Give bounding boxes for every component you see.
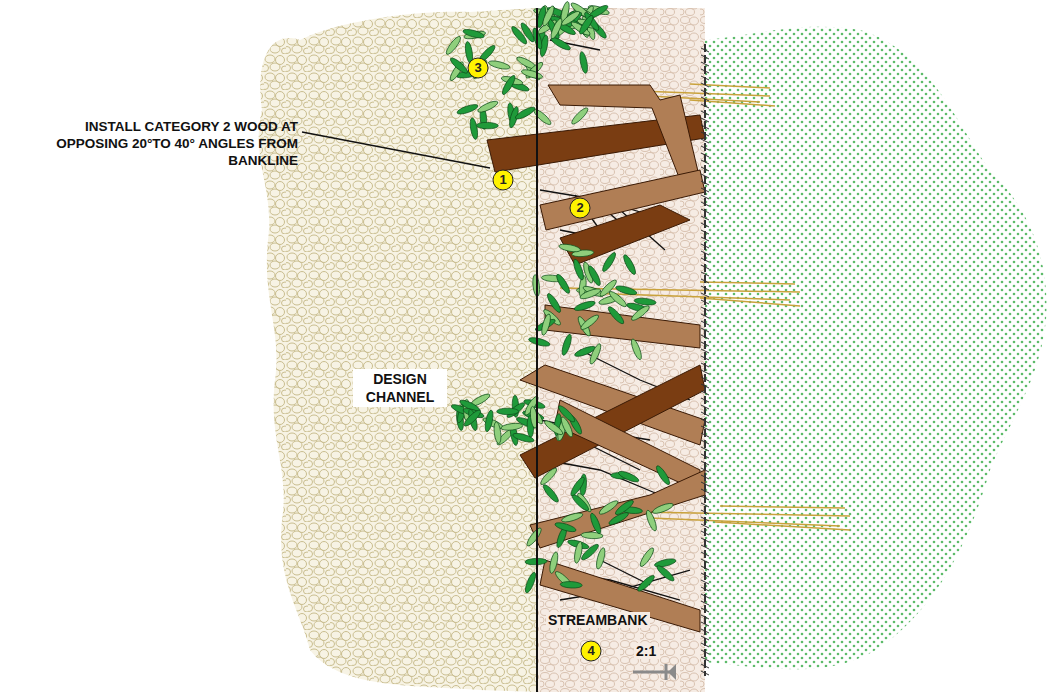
willow-leaf	[469, 117, 479, 140]
willow-leaf	[500, 74, 517, 96]
willow-leaf	[560, 581, 582, 589]
willow-leaf	[572, 258, 586, 281]
willow-leaf	[586, 264, 602, 286]
willow-leaf	[588, 343, 603, 366]
willow-leaf	[589, 512, 603, 535]
willow-leaf	[462, 28, 485, 40]
willow-leaf	[444, 35, 462, 56]
willow-leaf	[617, 469, 640, 483]
willow-leaf	[523, 571, 537, 594]
willow-leaf	[497, 408, 519, 414]
willow-leaf	[560, 333, 573, 356]
callout-number: 4	[581, 644, 601, 658]
willow-leaf	[573, 541, 583, 564]
willow-leaf	[540, 313, 552, 336]
willow-leaf	[579, 313, 600, 332]
willow-leaf	[569, 476, 587, 498]
willow-leaf	[561, 511, 584, 524]
willow-leaf	[539, 466, 559, 486]
willow-leaf	[521, 68, 544, 80]
willow-leaf	[541, 483, 560, 504]
region-label: DESIGN CHANNEL	[353, 369, 447, 407]
willow-leaf	[579, 287, 602, 301]
willow-leaf	[456, 103, 479, 116]
willow-leaf	[555, 273, 572, 295]
willow-leaf	[549, 17, 564, 40]
willow-leaf	[510, 25, 529, 46]
willow-leaf	[622, 253, 638, 275]
willow-leaf	[525, 526, 543, 547]
willow-leaf	[543, 419, 565, 437]
willow-leaf	[651, 501, 674, 515]
callout-number: 1	[493, 173, 513, 187]
willow-leaf	[476, 99, 499, 114]
willow-leaf	[484, 409, 495, 432]
willow-leaf	[577, 14, 595, 36]
willow-leaf	[598, 499, 620, 517]
willow-leaf	[558, 243, 581, 253]
willow-leaf	[638, 546, 656, 568]
willow-leaf	[554, 521, 577, 534]
willow-leaf	[636, 573, 656, 593]
willow-leaf	[493, 421, 502, 444]
willow-leaf	[476, 122, 498, 129]
willow-leaf	[528, 336, 551, 348]
willow-leaf	[573, 299, 596, 312]
willow-leaf	[601, 251, 618, 273]
region-label: STREAMBANK	[546, 612, 650, 628]
willow-leaf	[501, 422, 524, 431]
willow-leaf	[488, 59, 511, 71]
willow-leaf	[570, 106, 590, 126]
willow-leaf	[449, 56, 470, 75]
callout-number: 2	[570, 201, 590, 215]
willow-leaf	[548, 551, 559, 574]
willow-leaf	[514, 105, 536, 121]
willow-leaf	[462, 408, 482, 428]
willow-leaf	[532, 107, 553, 126]
willow-leaf	[541, 5, 556, 28]
willow-leaf	[654, 464, 671, 486]
willow-leaf	[630, 304, 651, 323]
willow-leaf	[578, 51, 588, 74]
willow-leaf	[629, 338, 643, 361]
willow-leaf	[606, 305, 625, 326]
willow-leaf	[655, 564, 676, 583]
willow-leaf	[512, 432, 535, 444]
callout-number: 3	[468, 61, 488, 75]
willow-leaf	[615, 284, 638, 296]
willow-leaf	[595, 547, 607, 570]
note-text: INSTALL CATEGORY 2 WOOD AT OPPOSING 20°T…	[48, 118, 298, 169]
slope-label: 2:1	[634, 643, 658, 659]
